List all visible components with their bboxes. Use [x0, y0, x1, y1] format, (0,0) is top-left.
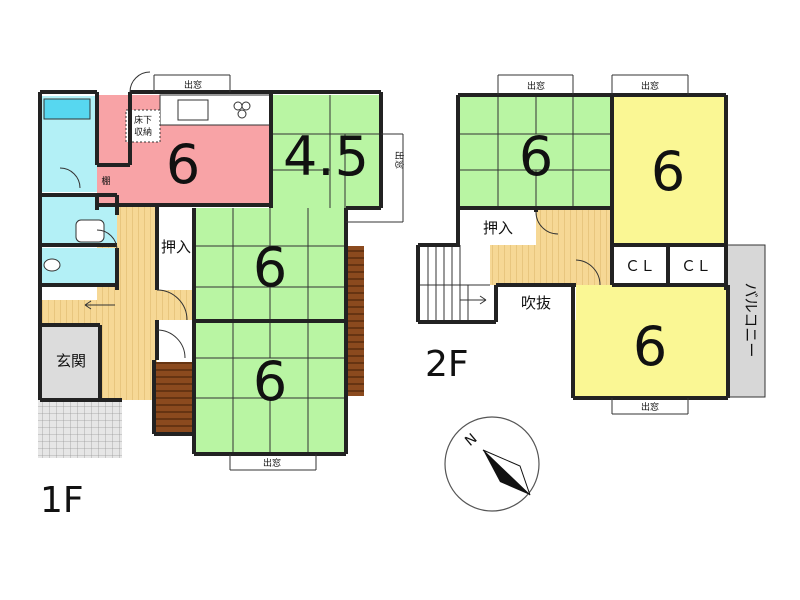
- entrance-porch: [38, 400, 122, 458]
- tatami-south-count: 6: [253, 350, 287, 413]
- room-2f-north: [612, 95, 724, 245]
- closet-1f: [157, 212, 195, 287]
- stove-icon: [233, 101, 243, 111]
- room-2f-north-count: 6: [651, 140, 685, 203]
- door-swing: [156, 329, 186, 359]
- closet-2f: [460, 208, 536, 245]
- underfloor-storage-line2: 収納: [134, 126, 152, 138]
- bay-window-label: 出窓: [641, 401, 659, 413]
- balcony-label: バルコニー: [742, 283, 760, 358]
- tatami-room-south: [196, 321, 346, 454]
- hallway-floor: [40, 300, 100, 325]
- wall: [40, 323, 194, 436]
- entrance-label: 玄関: [56, 352, 86, 370]
- shelf-label: 棚: [101, 175, 110, 187]
- bay-window-outline: [229, 454, 317, 471]
- room-2f-south: [575, 285, 727, 398]
- closet-cl-2: [668, 245, 724, 285]
- second-floor-plan: [416, 74, 766, 415]
- wall: [40, 193, 119, 290]
- wall: [155, 205, 348, 456]
- floor-label-2f: 2F: [425, 344, 469, 385]
- step-arrow: [84, 300, 115, 310]
- entrance-hall: [42, 325, 102, 400]
- closet-label-1f: 押入: [161, 238, 191, 256]
- door-swing: [96, 229, 118, 251]
- staircase: [420, 245, 490, 320]
- tatami-lines: [460, 95, 612, 208]
- bay-window-label: 出窓: [527, 80, 545, 92]
- door-swing: [59, 167, 81, 189]
- hallway-2f: [490, 245, 578, 285]
- bay-window-outline: [611, 398, 689, 415]
- tatami-lines: [271, 95, 381, 208]
- room-2f-south-count: 6: [633, 315, 667, 378]
- balcony: [727, 245, 765, 397]
- cl-label-1: ＣＬ: [625, 257, 655, 275]
- compass: N: [444, 416, 540, 512]
- balcony-outline: [727, 244, 766, 398]
- void-area: [496, 285, 576, 320]
- door-swing: [535, 211, 559, 235]
- tatami-2f-count: 6: [519, 125, 553, 188]
- stair-treads: [420, 245, 490, 320]
- floor-label-1f: 1F: [40, 480, 84, 521]
- tatami-4-5-count: 4.5: [283, 125, 369, 188]
- tatami-room-4-5: [271, 95, 381, 208]
- wash-basin-icon: [75, 219, 105, 243]
- stove-icon: [237, 109, 247, 119]
- wall: [416, 243, 730, 400]
- tatami-room-mid: [196, 208, 346, 321]
- cl-label-2: ＣＬ: [681, 257, 711, 275]
- kitchen-tatami-count: 6: [166, 133, 200, 196]
- wall: [97, 90, 383, 210]
- compass-needle-outline: [482, 449, 531, 496]
- toilet-icon: [43, 258, 61, 272]
- tatami-mid-count: 6: [253, 236, 287, 299]
- bathtub: [43, 98, 91, 120]
- closet-cl-1: [612, 245, 668, 285]
- tatami-lines: [196, 208, 346, 321]
- stove-icon: [241, 101, 251, 111]
- wall: [534, 208, 614, 285]
- bay-window-outline: [611, 74, 689, 95]
- bay-window-outline: [346, 133, 404, 223]
- door-swing: [129, 71, 151, 93]
- underfloor-storage-line1: 床下: [134, 114, 152, 126]
- storage-step: [156, 362, 194, 434]
- door-swing: [575, 259, 601, 286]
- bay-window-label: 出窓: [184, 79, 202, 91]
- bay-window-label: 出窓: [393, 151, 405, 169]
- door-swing: [156, 289, 188, 321]
- bay-window-label: 出窓: [263, 457, 281, 469]
- hallway-floor: [157, 290, 197, 320]
- engawa-deck: [346, 246, 364, 396]
- bay-window-outline: [153, 74, 231, 92]
- first-floor-plan: [38, 71, 404, 471]
- stair-arrow: [460, 295, 487, 305]
- void-label: 吹抜: [521, 294, 551, 312]
- tatami-lines: [196, 321, 346, 454]
- bay-window-label: 出窓: [641, 80, 659, 92]
- bay-window-outline: [497, 74, 574, 95]
- kitchen-counter: [159, 94, 271, 126]
- closet-label-2f: 押入: [483, 219, 513, 237]
- sink-icon: [177, 99, 209, 121]
